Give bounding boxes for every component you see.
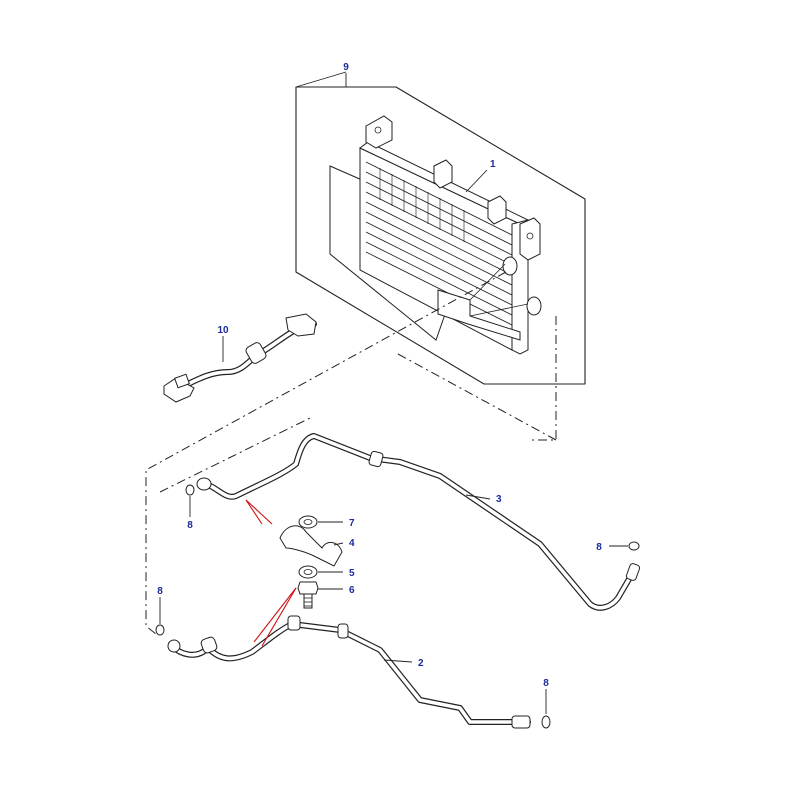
callout-3: 3 [496,494,502,505]
clamp-bolt [297,581,319,609]
assembly-outline [295,86,586,385]
clamp-position-indicator [245,499,297,647]
callout-9: 9 [343,62,349,73]
o-ring-lower-left [155,624,165,636]
washer-bottom [298,565,318,579]
callout-6: 6 [349,585,355,596]
callout-1: 1 [490,159,496,170]
o-ring-lower-right [541,715,551,729]
callout-8-lower-left: 8 [157,586,163,597]
pipe-clamp [279,525,343,567]
washer-top [298,515,318,529]
oil-cooler-connector [163,313,317,403]
o-ring-upper-left [185,484,195,496]
callout-10: 10 [217,325,229,336]
leader-lines [159,71,628,714]
callout-7: 7 [349,518,355,529]
callout-8-right: 8 [596,542,602,553]
oil-cooler [329,115,542,355]
oil-pipe-upper [196,433,641,611]
callout-5: 5 [349,568,355,579]
callout-8-upper-left: 8 [187,520,193,531]
callout-4: 4 [349,538,355,549]
callout-8-lower-right: 8 [543,678,549,689]
callout-labels: 9 1 10 3 7 4 5 6 8 8 8 8 2 [157,62,602,689]
o-ring-right [628,541,640,551]
routing-lines [145,271,557,635]
callout-2: 2 [418,658,424,669]
oil-pipe-lower [167,615,531,729]
